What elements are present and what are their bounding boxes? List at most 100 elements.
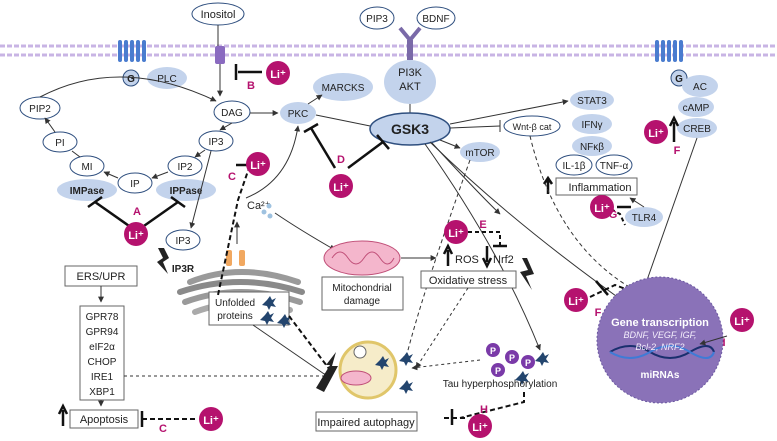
ers-item: GPR78 — [86, 312, 119, 323]
dag-label: DAG — [221, 108, 243, 119]
camp-label: cAMP — [683, 103, 710, 114]
lithium-badge-e: Li⁺ — [444, 220, 468, 244]
marcks-node — [313, 73, 373, 101]
apoptosis-up-arrow-icon — [57, 403, 69, 426]
apoptosis-box — [69, 409, 139, 429]
mtor-node — [460, 142, 500, 162]
mitochondrion-icon — [323, 240, 401, 276]
lithium-label: Li⁺ — [734, 316, 750, 328]
ifng-label: IFNγ — [581, 120, 602, 131]
phospho-label: P — [525, 358, 531, 368]
ers-item: eIF2α — [89, 342, 115, 353]
phospho-cluster: P P P P — [486, 343, 549, 385]
lithium-label: Li⁺ — [333, 182, 349, 194]
letter-g: G — [609, 209, 618, 221]
lithium-label: Li⁺ — [594, 203, 610, 215]
nrf2-label: Nrf2 — [493, 254, 514, 266]
apoptosis-label: Apoptosis — [80, 414, 129, 426]
mito-label-1: Mitochondrial — [332, 283, 391, 294]
gpcr-receptor-right-icon — [655, 40, 683, 62]
ca-label: Ca²⁺ — [247, 200, 271, 212]
ers-item: IRE1 — [91, 372, 114, 383]
nucleus — [596, 276, 724, 404]
g-protein-right-label: G — [675, 74, 683, 85]
phospho-label: P — [490, 346, 496, 356]
lithium-badge-g: Li⁺ — [590, 195, 614, 219]
ac-node — [682, 75, 718, 97]
letter-e: E — [479, 219, 486, 231]
camp-node — [678, 97, 714, 117]
creb-up-arrow-icon — [668, 115, 680, 142]
letter-a: A — [133, 206, 141, 218]
lithium-badge-c-lower: Li⁺ — [199, 407, 223, 431]
g-protein-right-node — [670, 69, 688, 87]
mito-damage-box — [321, 276, 404, 311]
il1b-node — [555, 154, 593, 176]
pip2-label: PIP2 — [29, 104, 51, 115]
ers-item: CHOP — [88, 357, 117, 368]
lithium-badge-d: Li⁺ — [329, 174, 353, 198]
unfolded-label-2: proteins — [217, 311, 253, 322]
lithium-badge-c-upper: Li⁺ — [246, 152, 270, 176]
letter-c-lower: C — [159, 423, 167, 435]
lithium-label: Li⁺ — [448, 228, 464, 240]
akt-label: AKT — [399, 81, 421, 93]
ers-upr-label: ERS/UPR — [77, 271, 126, 283]
pi3k-akt-node — [384, 60, 436, 104]
letter-h: H — [480, 404, 488, 416]
lightning-icon — [157, 248, 169, 274]
lithium-label: Li⁺ — [472, 422, 488, 434]
marcks-label: MARCKS — [322, 83, 365, 94]
ers-marker-list — [79, 305, 125, 401]
nucleus-mirnas: miRNAs — [641, 370, 680, 381]
ifng-node — [572, 114, 612, 134]
lithium-label: Li⁺ — [568, 296, 584, 308]
lithium-label: Li⁺ — [203, 415, 219, 427]
ippase-label: IPPase — [170, 186, 203, 197]
nucleus-title: Gene transcription — [611, 317, 709, 329]
tnfa-node — [595, 154, 633, 176]
oxidative-stress-box — [420, 270, 517, 289]
ip3-er-label: IP3 — [175, 236, 190, 247]
gsk3-node — [369, 112, 451, 146]
lightning-icon — [316, 352, 338, 392]
ers-item: GPR94 — [86, 327, 119, 338]
unfolded-proteins-box — [208, 291, 290, 326]
inositol-transporter-icon — [215, 46, 225, 64]
ac-label: AC — [693, 82, 707, 93]
nucleus-genes-1: BDNF, VEGF, IGF, — [623, 330, 696, 340]
lithium-badge-h: Li⁺ — [468, 414, 492, 438]
creb-node — [677, 118, 717, 138]
letter-f-lower: F — [595, 307, 602, 319]
letter-f-upper: F — [674, 145, 681, 157]
letter-d: D — [337, 154, 345, 166]
g-protein-left-label: G — [127, 74, 135, 85]
bdnf-label: BDNF — [422, 14, 449, 25]
ip2-label: IP2 — [177, 162, 192, 173]
phospho-label: P — [509, 353, 515, 363]
pi-label: PI — [55, 138, 64, 149]
lithium-badge-i: Li⁺ — [730, 308, 754, 332]
gsk3-label: GSK3 — [391, 121, 429, 137]
cell-membrane — [0, 44, 777, 57]
pi3k-label: PI3K — [398, 67, 423, 79]
tlr4-label: TLR4 — [632, 213, 657, 224]
wnt-label: Wnt-β cat — [513, 122, 552, 132]
gpcr-receptor-left-icon — [118, 40, 146, 62]
wnt-node — [503, 115, 561, 137]
impase-label: IMPase — [70, 186, 105, 197]
inositol-label: Inositol — [201, 9, 236, 21]
letter-b: B — [247, 80, 255, 92]
ip-label: IP — [130, 179, 140, 190]
ip3-top-label: IP3 — [208, 137, 223, 148]
nucleus-genes-2: Bcl-2, NRF2 — [635, 342, 684, 352]
mi-label: MI — [81, 162, 92, 173]
lithium-label: Li⁺ — [250, 160, 266, 172]
lithium-badge-b: Li⁺ — [266, 61, 290, 85]
oxidative-label: Oxidative stress — [429, 275, 508, 287]
autophagosome-icon — [338, 340, 398, 400]
inflammation-label: Inflammation — [569, 182, 632, 194]
ros-up-arrow-icon — [442, 243, 454, 266]
inflammation-up-arrow-icon — [542, 175, 554, 194]
